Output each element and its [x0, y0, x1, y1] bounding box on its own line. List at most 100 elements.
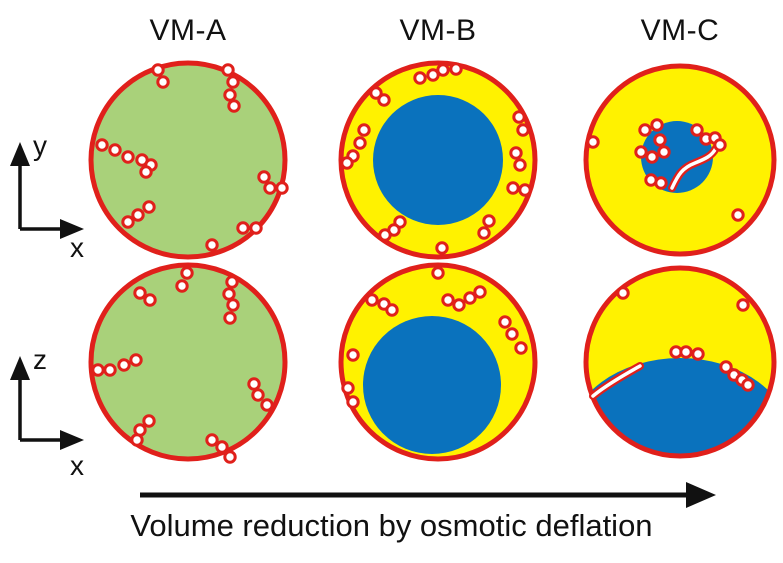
particle — [690, 123, 704, 137]
particle — [713, 138, 727, 152]
particle — [121, 215, 135, 229]
particle — [431, 266, 445, 280]
particle — [130, 433, 144, 447]
particle — [121, 150, 135, 164]
particle — [226, 75, 240, 89]
particle — [139, 165, 153, 179]
particle — [142, 414, 156, 428]
particle — [263, 181, 277, 195]
axis-top-y-arrow — [10, 142, 30, 166]
deflation-arrow-head — [686, 482, 716, 508]
particle — [653, 133, 667, 147]
particle — [516, 123, 530, 137]
particle — [741, 378, 755, 392]
particle — [151, 63, 165, 77]
particle — [679, 345, 693, 359]
particle — [509, 146, 523, 160]
axis-top-x-arrow — [60, 219, 84, 239]
particle — [223, 311, 237, 325]
vm-b-top-blue-domain — [373, 95, 503, 225]
particle — [117, 358, 131, 372]
particle — [129, 353, 143, 367]
particle — [142, 200, 156, 214]
particle — [215, 440, 229, 454]
particle — [477, 226, 491, 240]
particle — [498, 315, 512, 329]
particle — [221, 63, 235, 77]
particle — [513, 158, 527, 172]
particle — [436, 63, 450, 77]
particle — [731, 208, 745, 222]
particle — [586, 135, 600, 149]
particle — [435, 241, 449, 255]
particle — [452, 298, 466, 312]
particle — [156, 75, 170, 89]
particle — [247, 377, 261, 391]
particle — [205, 238, 219, 252]
particle — [225, 275, 239, 289]
column-label-vm-c: VM-C — [640, 14, 720, 47]
particle — [616, 286, 630, 300]
particle — [654, 176, 668, 190]
particle — [133, 286, 147, 300]
particle — [482, 214, 496, 228]
particle — [346, 395, 360, 409]
particle — [365, 293, 379, 307]
axis-top-horizontal-label: x — [70, 232, 84, 263]
particle — [346, 348, 360, 362]
particle — [340, 156, 354, 170]
particle — [236, 221, 250, 235]
particle — [275, 181, 289, 195]
particle — [257, 170, 271, 184]
axes-bottom — [18, 377, 62, 442]
particle — [719, 360, 733, 374]
particle — [341, 381, 355, 395]
particle — [205, 433, 219, 447]
axis-bottom-horizontal-label: x — [70, 450, 84, 481]
particle — [357, 123, 371, 137]
particle — [378, 228, 392, 242]
particle — [95, 138, 109, 152]
particle — [223, 88, 237, 102]
particle — [506, 181, 520, 195]
particle — [223, 450, 237, 464]
particle — [91, 363, 105, 377]
particle — [353, 136, 367, 150]
particle — [180, 266, 194, 280]
particle — [449, 62, 463, 76]
particle — [650, 118, 664, 132]
particle — [736, 298, 750, 312]
particle — [131, 208, 145, 222]
axis-bottom-vertical-label: z — [33, 344, 47, 375]
axis-bottom-z-arrow — [10, 356, 30, 380]
particle — [251, 388, 265, 402]
particle — [514, 341, 528, 355]
particle — [385, 303, 399, 317]
particle — [260, 398, 274, 412]
vm-a-bottom-vesicle — [88, 262, 288, 462]
axis-bottom-x-arrow — [60, 430, 84, 450]
particle — [463, 291, 477, 305]
particle — [518, 183, 532, 197]
particle — [505, 327, 519, 341]
particle — [222, 287, 236, 301]
column-label-vm-b: VM-B — [399, 14, 477, 47]
particle — [657, 145, 671, 159]
particle — [175, 279, 189, 293]
particle — [473, 285, 487, 299]
caption: Volume reduction by osmotic deflation — [130, 508, 653, 543]
particle — [413, 71, 427, 85]
vm-c-bottom-blue-domain — [586, 358, 774, 456]
particle — [108, 143, 122, 157]
particle — [691, 347, 705, 361]
particle — [441, 293, 455, 307]
particle — [645, 150, 659, 164]
particle — [103, 363, 117, 377]
particle-clusters — [91, 62, 755, 464]
particle — [512, 110, 526, 124]
particle — [369, 86, 383, 100]
particle — [249, 221, 263, 235]
particle — [143, 293, 157, 307]
